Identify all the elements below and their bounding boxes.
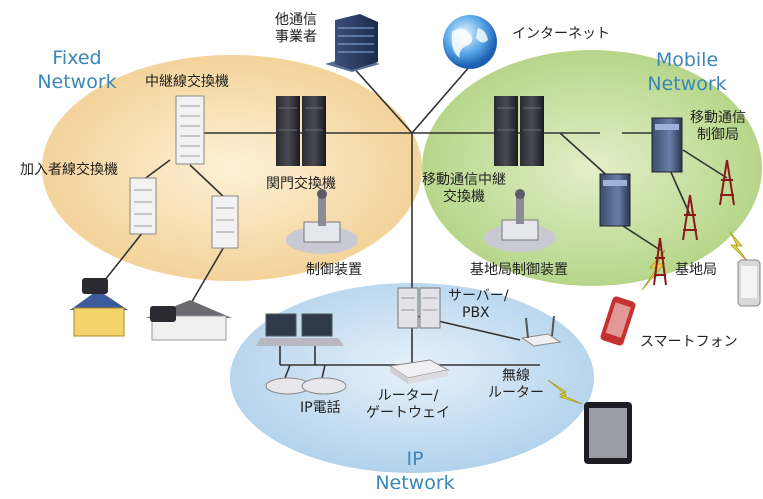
ip-phone-icon [265,377,347,395]
ip-server-icon [397,287,441,329]
base-station-label: 基地局 [675,262,717,278]
antenna-tower-icon [653,159,735,286]
other-carrier-label-line1: 他通信 [275,12,317,28]
mobile-control-cabinet-icon [651,117,683,173]
laptop-icon [256,313,344,346]
fixed-network-title-line2: Network [37,71,117,93]
gateway-switch-server-icon [276,96,326,166]
base-station-cabinet-icon [599,173,631,227]
wireless-router-label-line2: ルーター [488,385,544,401]
wireless-router-label-line1: 無線 [502,368,530,384]
wireless-router-label: 無線 ルーター [488,368,544,402]
mobile-control-label-line2: 制御局 [697,127,739,143]
carrier-building-icon [325,14,380,72]
fixed-network-title: Fixed Network [22,46,132,94]
mobile-transit-label-line2: 交換機 [443,189,485,205]
mobile-transit-switch-icon [494,96,544,166]
ip-network-title-line1: IP [406,448,424,470]
control-device-label: 制御装置 [306,262,362,278]
router-gateway-label: ルーター/ ゲートウェイ [366,388,450,422]
subscriber-switch-label: 加入者線交換機 [20,162,118,178]
server-label-line2: PBX [462,305,490,321]
gateway-switch-label: 関門交換機 [266,176,336,192]
ip-phone-label: IP電話 [300,400,341,416]
house-phone-icon [70,278,232,341]
base-station-control-icon [484,189,556,252]
ip-network-title: IP Network [360,447,470,495]
internet-label: インターネット [512,26,610,42]
router-label-line1: ルーター/ [377,388,439,404]
mobile-control-label-line1: 移動通信 [690,110,746,126]
router-label-line2: ゲートウェイ [366,405,450,421]
smartphone-label: スマートフォン [640,334,738,350]
router-gateway-icon [388,359,450,384]
wireless-router-icon [520,315,562,347]
tablet-icon [584,402,632,464]
ip-network-title-line2: Network [375,472,455,494]
control-device-tower-icon [286,189,358,254]
internet-globe-icon [443,15,497,69]
other-carrier-label: 他通信 事業者 [275,12,317,46]
mobile-transit-switch-label: 移動通信中継 交換機 [422,172,506,206]
subscriber-switch-rack-icon [129,177,239,249]
mobile-network-title-line2: Network [647,73,727,95]
mobile-transit-label-line1: 移動通信中継 [422,172,506,188]
transit-switch-rack-icon [175,95,205,165]
mobile-network-title-line1: Mobile [655,49,719,71]
mobile-control-station-label: 移動通信 制御局 [690,110,746,144]
server-pbx-label: サーバー/ PBX [448,288,509,322]
mobile-network-title: Mobile Network [632,48,742,96]
fixed-network-title-line1: Fixed [52,47,102,69]
server-label-line1: サーバー/ [448,288,509,304]
smartphone-icon [600,259,761,346]
base-station-control-label: 基地局制御装置 [470,262,568,278]
transit-switch-label: 中継線交換機 [145,74,229,90]
other-carrier-label-line2: 事業者 [275,29,317,45]
